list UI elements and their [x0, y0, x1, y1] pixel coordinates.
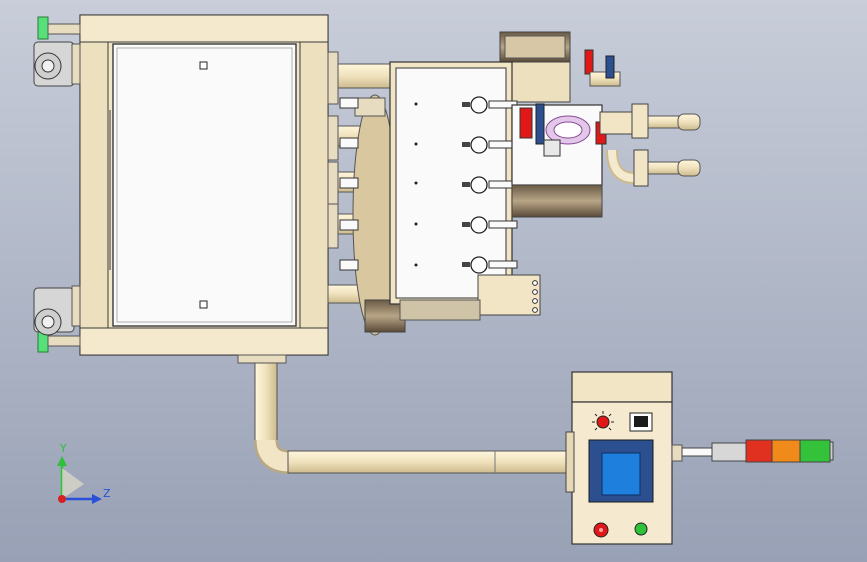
gauge-2[interactable] — [462, 136, 518, 154]
control-box-header — [571, 371, 673, 403]
control-box[interactable] — [565, 371, 673, 545]
door-latch-top[interactable] — [199, 61, 208, 70]
terminal-bracket — [399, 274, 541, 321]
start-button[interactable] — [634, 522, 648, 536]
triad-axis-icon: Y Z — [57, 442, 111, 504]
hmi-screen[interactable] — [601, 452, 641, 496]
cabinet-top-rail — [79, 14, 329, 43]
upper-red-fitting — [584, 49, 621, 87]
manifold-face — [395, 67, 507, 299]
lamp-red — [745, 439, 773, 463]
door-latch-bottom[interactable] — [199, 300, 208, 309]
gauge-4[interactable] — [462, 216, 518, 234]
caster-bottom — [33, 285, 81, 353]
valve-assembly[interactable] — [511, 103, 649, 218]
manifold-block[interactable] — [389, 61, 513, 305]
cabinet-left-post — [79, 41, 109, 329]
control-box-side — [565, 431, 575, 493]
gauge-5[interactable] — [462, 256, 518, 274]
gauge-3[interactable] — [462, 176, 518, 194]
ejector-pins — [606, 113, 701, 187]
door-inner-edge — [116, 47, 293, 323]
knob-icon[interactable] — [592, 411, 614, 431]
cabinet-right-post — [299, 41, 329, 329]
display-icon — [629, 412, 653, 432]
axis-z-label: Z — [103, 487, 111, 500]
cable-conduit — [237, 354, 574, 474]
caster-top — [33, 16, 81, 87]
cabinet-bottom-rail — [79, 327, 329, 356]
axis-y-label: Y — [59, 442, 67, 455]
lamp-green — [799, 439, 831, 463]
side-valves — [339, 97, 359, 271]
gauge-row[interactable] — [462, 96, 518, 274]
main-cabinet[interactable] — [79, 14, 329, 356]
lamp-orange — [771, 439, 801, 463]
cabinet-door[interactable] — [112, 43, 297, 327]
tower-light — [671, 439, 834, 463]
rotary-disc — [352, 94, 406, 336]
